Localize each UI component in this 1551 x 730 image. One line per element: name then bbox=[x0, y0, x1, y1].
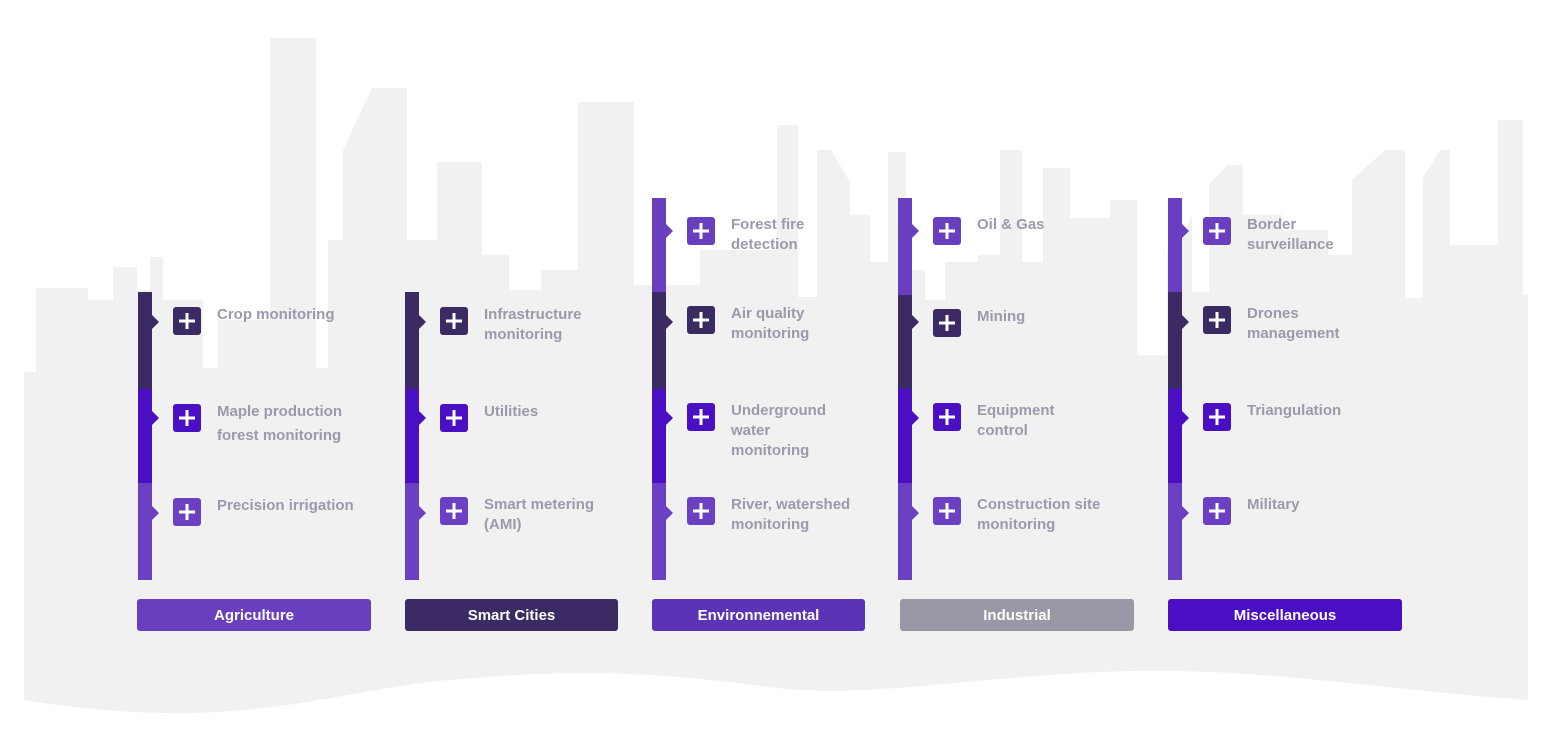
list-item[interactable]: Border surveillance bbox=[1203, 215, 1342, 255]
list-item[interactable]: Triangulation bbox=[1203, 401, 1397, 431]
plus-icon[interactable] bbox=[173, 307, 201, 335]
bar-segment bbox=[898, 295, 919, 389]
bar-segment bbox=[405, 292, 426, 389]
bar-segment bbox=[405, 483, 426, 580]
item-label: Mining bbox=[977, 308, 1026, 325]
bar-segment bbox=[652, 483, 673, 580]
item-label: Air quality monitoring bbox=[731, 305, 810, 342]
item-label: Triangulation bbox=[1247, 402, 1342, 419]
plus-icon[interactable] bbox=[440, 497, 468, 525]
list-item[interactable]: Equipment control bbox=[933, 401, 1072, 441]
bar-segment bbox=[138, 389, 159, 483]
bar-segment bbox=[652, 292, 673, 389]
plus-icon[interactable] bbox=[1203, 497, 1231, 525]
item-label: Oil & Gas bbox=[977, 216, 1045, 233]
category-button-miscellaneous[interactable]: Miscellaneous bbox=[1168, 599, 1402, 631]
plus-icon[interactable] bbox=[933, 497, 961, 525]
list-item[interactable]: Crop monitoring bbox=[173, 305, 367, 335]
plus-icon[interactable] bbox=[933, 403, 961, 431]
plus-icon[interactable] bbox=[687, 497, 715, 525]
item-label: Drones management bbox=[1247, 305, 1340, 342]
list-item[interactable]: Forest fire detection bbox=[687, 215, 821, 255]
plus-icon[interactable] bbox=[933, 309, 961, 337]
plus-icon[interactable] bbox=[933, 217, 961, 245]
item-label: Infrastructure monitoring bbox=[484, 306, 582, 343]
bar-segment bbox=[1168, 292, 1189, 389]
bar-segment bbox=[898, 198, 919, 295]
bar-segment bbox=[1168, 389, 1189, 483]
list-item[interactable]: Infrastructure monitoring bbox=[440, 305, 594, 345]
item-label: Forest fire detection bbox=[731, 216, 805, 253]
bar-segment bbox=[898, 389, 919, 483]
list-item[interactable]: Mining bbox=[933, 307, 1127, 337]
list-item[interactable]: Drones management bbox=[1203, 304, 1357, 344]
bar-segment bbox=[1168, 198, 1189, 292]
bar-segment bbox=[652, 198, 673, 292]
item-label: Military bbox=[1247, 496, 1300, 513]
item-label: River, watershed monitoring bbox=[731, 496, 851, 533]
category-column-industrial: Oil & Gas Mining Equipment control Const… bbox=[898, 0, 1138, 640]
plus-icon[interactable] bbox=[1203, 217, 1231, 245]
category-button-environnemental[interactable]: Environnemental bbox=[652, 599, 865, 631]
list-item[interactable]: Oil & Gas bbox=[933, 215, 1127, 245]
bar-segment bbox=[405, 389, 426, 483]
item-label: Border surveillance bbox=[1247, 216, 1334, 253]
list-item[interactable]: Precision irrigation bbox=[173, 496, 397, 526]
item-label: Utilities bbox=[484, 403, 539, 420]
list-item[interactable]: River, watershed monitoring bbox=[687, 495, 861, 535]
plus-icon[interactable] bbox=[1203, 403, 1231, 431]
item-label: Construction site monitoring bbox=[977, 496, 1101, 533]
category-column-agriculture: Crop monitoring Maple production forest … bbox=[138, 0, 378, 640]
plus-icon[interactable] bbox=[1203, 306, 1231, 334]
bar-segment bbox=[898, 483, 919, 580]
bar-segment bbox=[652, 389, 673, 483]
category-button-agriculture[interactable]: Agriculture bbox=[137, 599, 371, 631]
item-label: Smart metering (AMI) bbox=[484, 496, 595, 533]
category-column-smart-cities: Infrastructure monitoring Utilities Smar… bbox=[405, 0, 645, 640]
item-label: Precision irrigation bbox=[217, 497, 354, 514]
bar-segment bbox=[138, 292, 159, 389]
plus-icon[interactable] bbox=[687, 403, 715, 431]
list-item[interactable]: Air quality monitoring bbox=[687, 304, 821, 344]
category-column-environnemental: Forest fire detection Air quality monito… bbox=[652, 0, 892, 640]
plus-icon[interactable] bbox=[440, 307, 468, 335]
plus-icon[interactable] bbox=[687, 306, 715, 334]
list-item[interactable]: Underground water monitoring bbox=[687, 401, 831, 461]
list-item[interactable]: Utilities bbox=[440, 402, 634, 432]
plus-icon[interactable] bbox=[173, 404, 201, 432]
category-button-industrial[interactable]: Industrial bbox=[900, 599, 1134, 631]
list-item[interactable]: Military bbox=[1203, 495, 1397, 525]
plus-icon[interactable] bbox=[173, 498, 201, 526]
item-label: Maple production forest monitoring bbox=[217, 403, 342, 444]
item-label: Crop monitoring bbox=[217, 306, 335, 323]
category-button-smart-cities[interactable]: Smart Cities bbox=[405, 599, 618, 631]
plus-icon[interactable] bbox=[440, 404, 468, 432]
item-label: Equipment control bbox=[977, 402, 1055, 439]
list-item[interactable]: Construction site monitoring bbox=[933, 495, 1127, 535]
plus-icon[interactable] bbox=[687, 217, 715, 245]
bar-segment bbox=[138, 483, 159, 580]
list-item[interactable]: Maple production forest monitoring bbox=[173, 402, 367, 448]
item-label: Underground water monitoring bbox=[731, 402, 826, 459]
bar-segment bbox=[1168, 483, 1189, 580]
category-column-miscellaneous: Border surveillance Drones management Tr… bbox=[1168, 0, 1408, 640]
list-item[interactable]: Smart metering (AMI) bbox=[440, 495, 599, 535]
